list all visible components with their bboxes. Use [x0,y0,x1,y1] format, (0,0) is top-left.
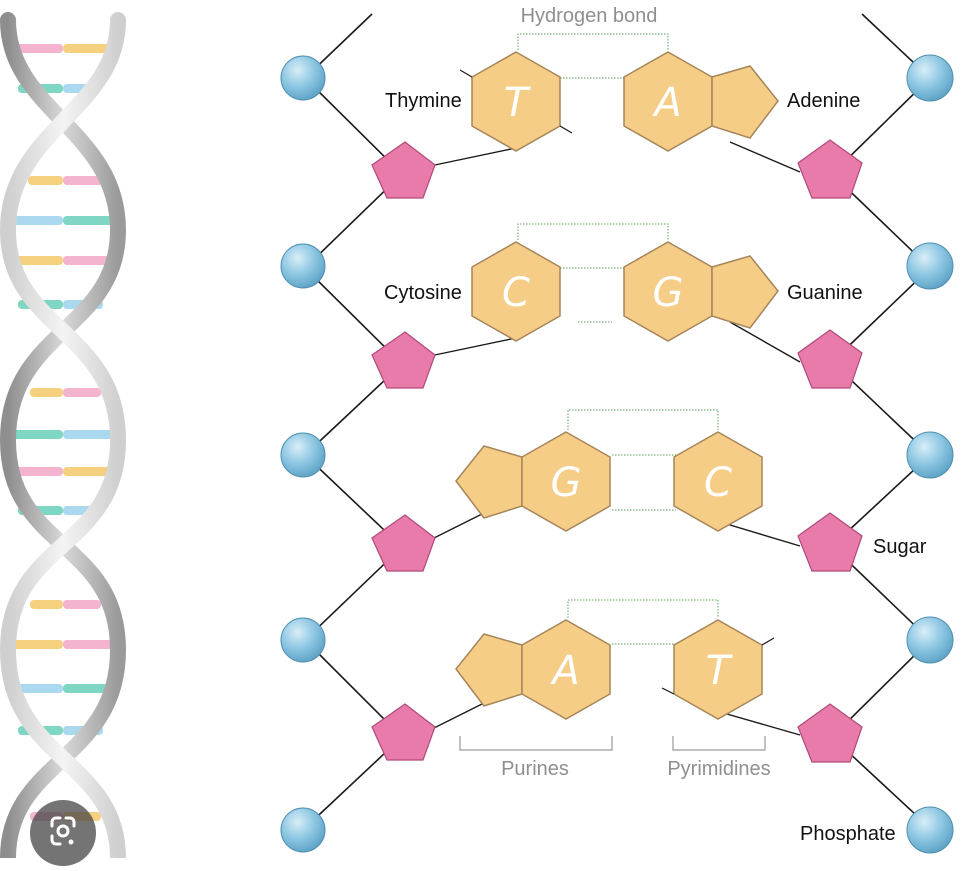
base-pair-4: A T [455,619,775,720]
base-pair-2: C G [471,241,779,342]
purines-label: Purines [501,758,569,780]
sugar-left-2 [371,331,436,389]
guanine-ring-6b [521,431,611,532]
base-letter-2-right: G [653,270,684,316]
purines-bracket [459,736,613,751]
helix-illustration [0,12,127,866]
phosphate-groups [280,54,954,854]
google-lens-button[interactable] [30,800,96,866]
phosphate-right-3 [906,431,954,479]
phosphate-left-3 [280,432,326,478]
adenine-ring-5 [711,65,779,139]
phosphate-left-1 [280,55,326,101]
phosphate-left-5 [280,807,326,853]
helix-strand-back [0,12,127,866]
sugar-right-4 [797,703,863,763]
cytosine-label: Cytosine [384,282,462,304]
base-letter-2-left: C [502,270,530,316]
phosphate-right-4 [906,616,954,664]
phosphate-right-1 [906,54,954,102]
base-letter-1-left: T [504,80,532,126]
phosphate-right-2 [906,242,954,290]
sugar-groups [371,139,863,763]
glycosidic-bonds [429,141,801,736]
pyrimidines-label: Pyrimidines [667,758,770,780]
sugar-left-3 [371,514,436,572]
hydrogen-bonds [517,33,719,645]
base-pair-1: T A [459,51,779,152]
right-backbone [831,13,931,829]
helix-strand-front [0,12,127,866]
cytosine-ring-b [673,431,763,532]
base-letter-4-right: T [706,648,734,694]
google-lens-icon [50,816,76,846]
sugar-left-4 [371,703,436,761]
base-letter-4-left: A [549,648,579,694]
adenine-ring-5b [455,633,523,707]
guanine-ring-5 [711,255,779,329]
phosphate-left-2 [280,243,326,289]
base-letter-3-left: G [551,460,582,506]
guanine-ring-5b [455,445,523,519]
hydrogen-bond-label: Hydrogen bond [521,5,658,27]
base-letter-1-right: A [651,80,681,126]
base-pair-3: G C [455,431,763,532]
cytosine-ring [471,241,561,342]
base-letter-3-right: C [704,460,732,506]
phosphate-left-4 [280,617,326,663]
sugar-left-1 [371,141,436,199]
left-backbone [304,13,403,829]
thymine-label: Thymine [385,90,462,112]
pyrimidines-bracket [672,736,766,751]
adenine-ring-6b [521,619,611,720]
phosphate-right-5 [906,806,954,854]
sugar-label: Sugar [873,536,927,558]
phosphate-label: Phosphate [800,823,896,845]
sugar-right-3 [797,512,863,572]
sugar-right-1 [797,139,863,199]
sugar-right-2 [797,329,863,389]
group-brackets [459,736,766,751]
guanine-label: Guanine [787,282,863,304]
adenine-label: Adenine [787,90,860,112]
